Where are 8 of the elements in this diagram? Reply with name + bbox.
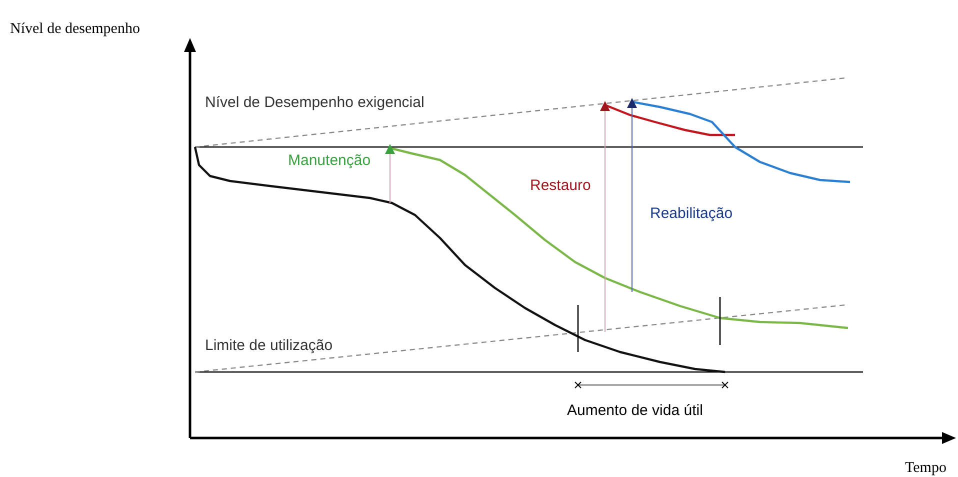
line-label: Limite de utilização [205,337,333,355]
curve-label: Reabilitação [650,205,733,223]
line-label: Nível de Desempenho exigencial [205,94,424,112]
curve-label: Restauro [530,177,591,195]
axis-title: Nível de desempenho [10,20,140,38]
curve-label: Manutenção [288,152,371,170]
axis-title: Tempo [905,459,946,477]
dimension-label: Aumento de vida útil [567,402,703,420]
